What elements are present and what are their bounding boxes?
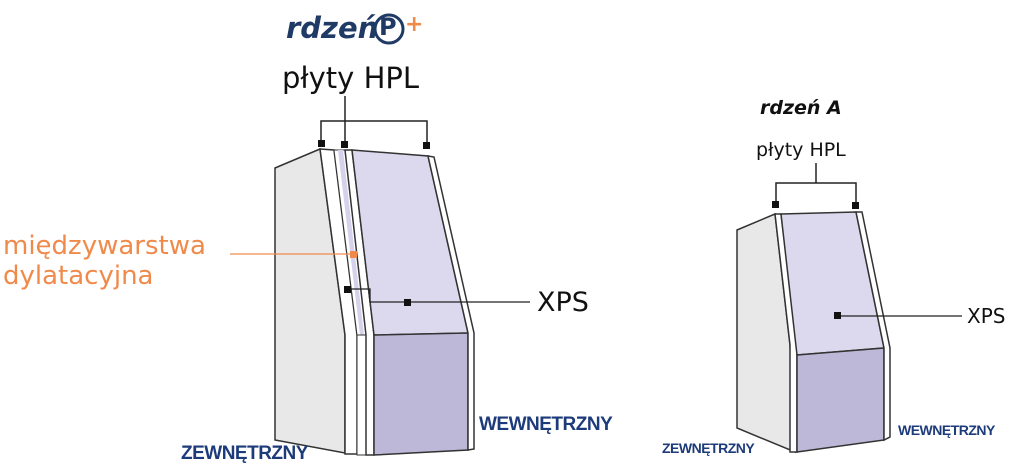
right-hpl-marker-1 [772, 201, 779, 208]
left-hpl-marker-2 [341, 141, 348, 148]
expansion-marker [350, 251, 357, 258]
left-xps-label: XPS [537, 287, 589, 318]
brand-badge-icon [373, 13, 405, 45]
left-panel-block [274, 147, 475, 456]
right-xps-label: XPS [967, 304, 1006, 328]
right-hpl-bracket [775, 163, 857, 205]
right-hpl-label: płyty HPL [756, 139, 846, 161]
brand-badge-plus: + [405, 12, 424, 37]
left-xps-marker-2 [404, 299, 411, 306]
right-panel-block [736, 211, 891, 454]
brand-badge-letter: P [379, 13, 397, 41]
right-outer-label: ZEWNĘTRZNY [662, 440, 755, 456]
left-hpl-marker-3 [423, 142, 430, 149]
left-inner-label: WEWNĘTRZNY [479, 414, 613, 435]
right-inner-label: WEWNĘTRZNY [898, 422, 995, 438]
left-xps-leader [348, 288, 530, 303]
left-xps-marker-1 [344, 286, 351, 293]
left-hpl-label: płyty HPL [282, 61, 420, 95]
expansion-label-line2: dylatacyjna [3, 261, 154, 291]
right-xps-marker [834, 312, 841, 319]
brand-logo-text: rdzeń [286, 11, 379, 45]
left-hpl-marker-1 [318, 140, 325, 147]
left-outer-label: ZEWNĘTRZNY [181, 443, 308, 464]
right-hpl-marker-2 [852, 202, 859, 209]
right-title: rdzeń A [760, 97, 842, 119]
left-hpl-bracket [320, 96, 428, 146]
expansion-label-line1: międzywarstwa [3, 231, 206, 261]
